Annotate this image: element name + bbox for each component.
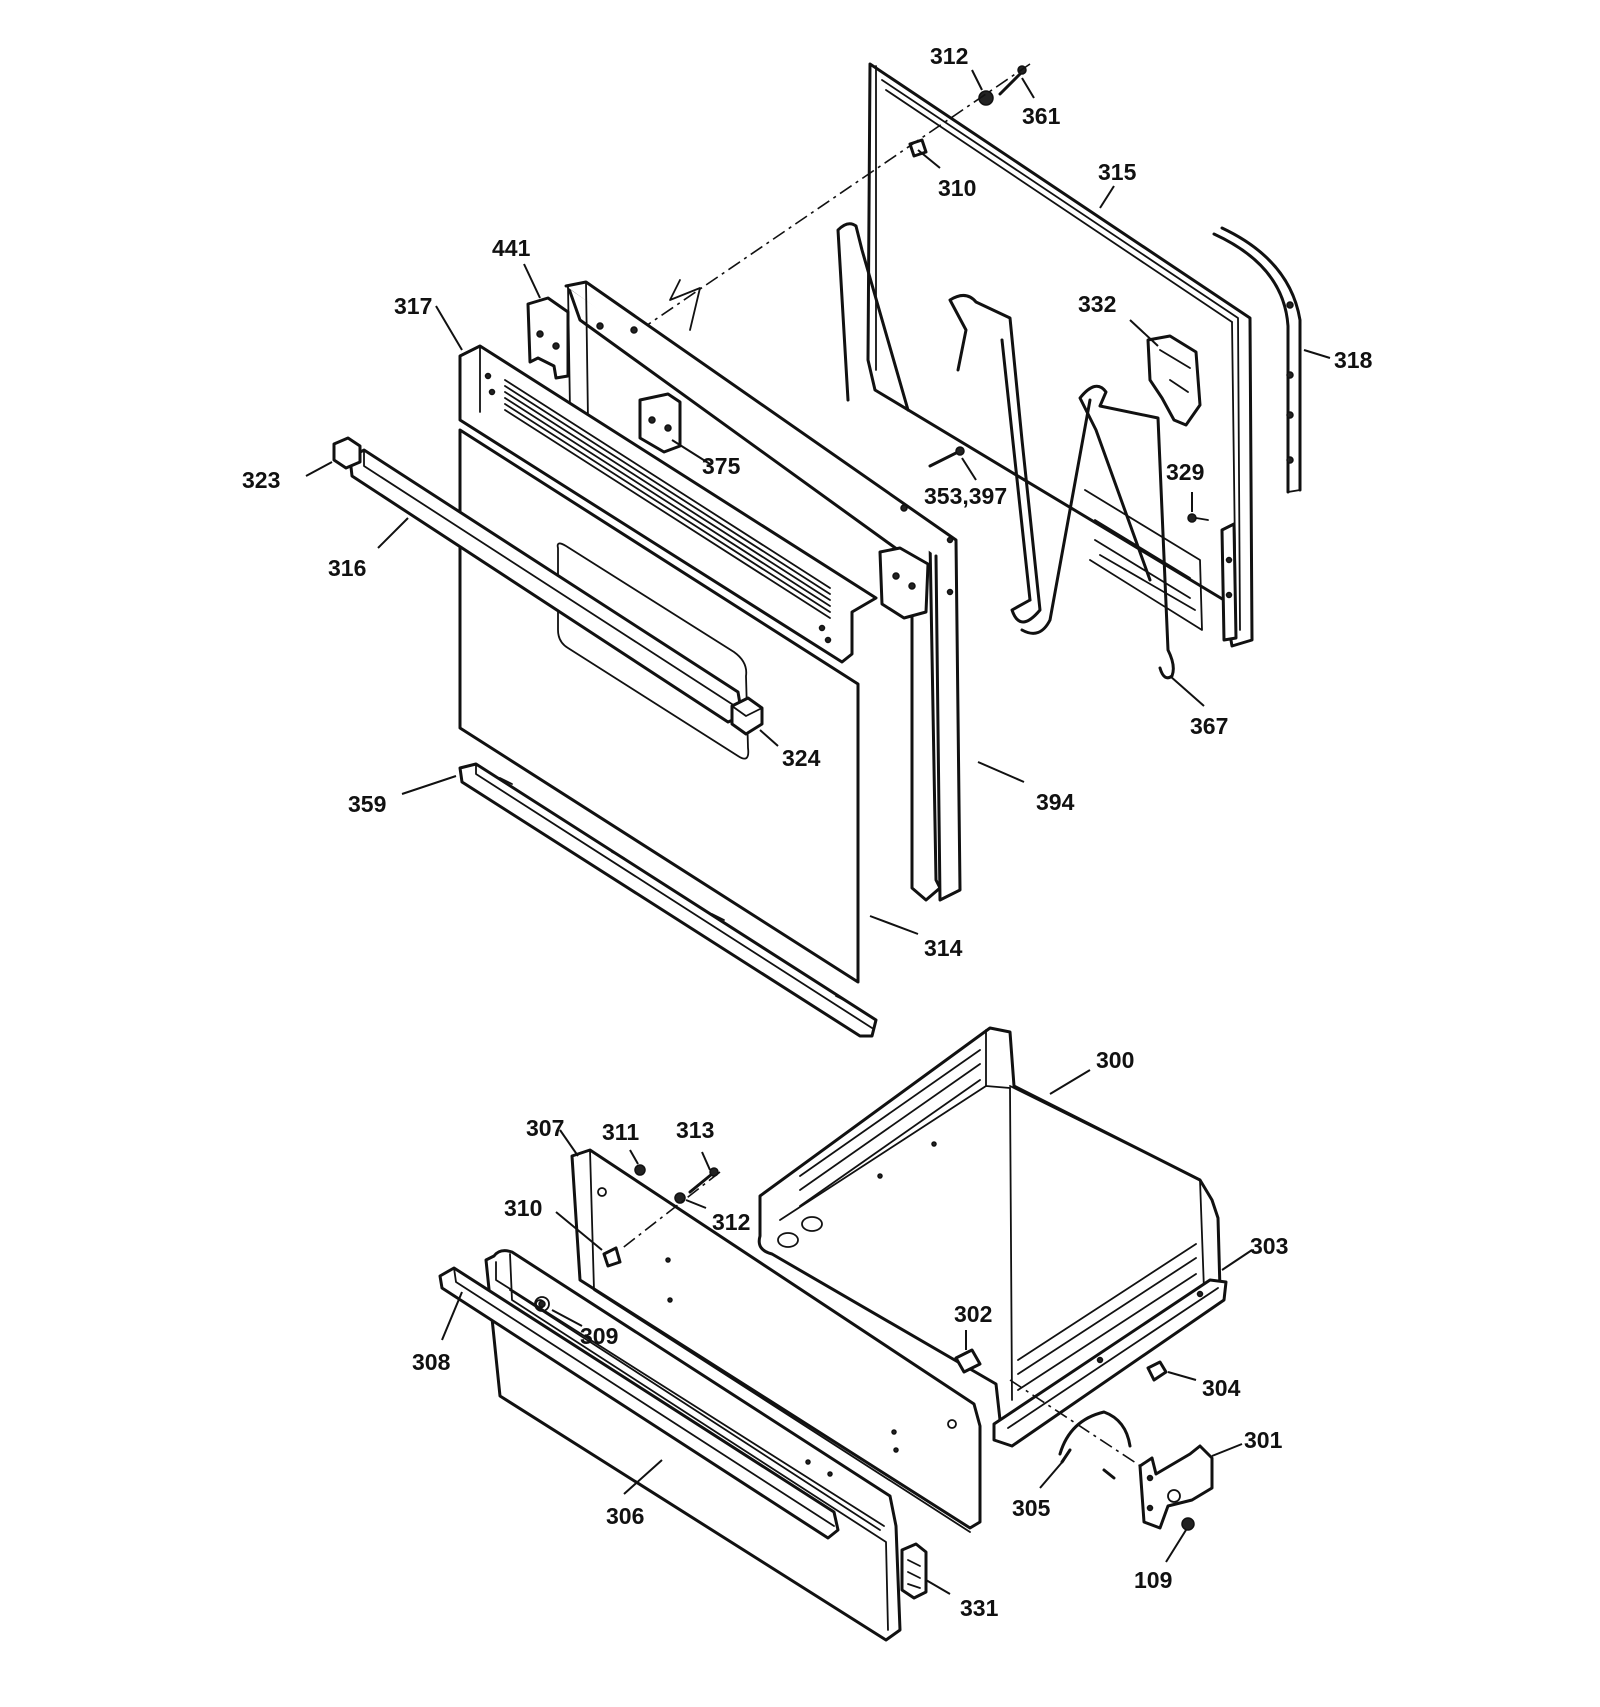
hinge-bracket-441	[526, 296, 570, 380]
roller-304	[1146, 1360, 1168, 1382]
nut-109	[1181, 1517, 1195, 1531]
drawer-rail-303	[992, 1278, 1228, 1448]
label-301: 301	[1244, 1427, 1283, 1453]
label-309: 309	[580, 1323, 618, 1349]
hinge-bracket-301	[1138, 1444, 1214, 1530]
hinge-bracket-right	[878, 546, 930, 620]
pin-302	[954, 1348, 982, 1374]
door-frame-394	[564, 280, 962, 902]
label-313: 313	[676, 1117, 714, 1143]
bottom-trim-359	[458, 762, 878, 1038]
label-109: 109	[1134, 1567, 1172, 1593]
label-308: 308	[412, 1349, 451, 1375]
label-304: 304	[1202, 1375, 1241, 1401]
label-310-top: 310	[938, 175, 976, 201]
bracket-375	[638, 392, 682, 454]
clip-ring-305	[1058, 1410, 1132, 1480]
label-331: 331	[960, 1595, 999, 1621]
label-312-bottom: 312	[712, 1209, 750, 1235]
label-332: 332	[1078, 291, 1116, 317]
label-317: 317	[394, 293, 432, 319]
centerline-zigzag	[669, 279, 701, 331]
drawer-handle-308	[438, 1266, 840, 1540]
door-glass-314	[458, 428, 860, 984]
gasket-318	[1212, 226, 1302, 494]
assembly-centerline-top	[639, 63, 1031, 331]
label-359: 359	[348, 791, 386, 817]
label-302: 302	[954, 1301, 992, 1327]
label-314: 314	[924, 935, 963, 961]
oven-rack-wire-367	[836, 222, 1175, 680]
part-labels: 312 361 310 315 441 317 332 318 323 375 …	[242, 43, 1373, 1621]
insulation-332	[1146, 334, 1202, 427]
label-312-top: 312	[930, 43, 968, 69]
label-305: 305	[1012, 1495, 1051, 1521]
screw-353-397	[928, 446, 965, 468]
drawer-body-300	[757, 1026, 1222, 1428]
vent-trim-317	[458, 344, 878, 664]
drawer-inner-panel-307	[570, 1148, 982, 1533]
handle-endcap-324	[730, 696, 764, 736]
label-353-397: 353,397	[924, 483, 1007, 509]
label-329: 329	[1166, 459, 1204, 485]
nut-312-bottom	[674, 1192, 686, 1204]
label-303: 303	[1250, 1233, 1288, 1259]
label-300: 300	[1096, 1047, 1134, 1073]
label-361: 361	[1022, 103, 1061, 129]
leader-lines	[305, 69, 1331, 1595]
label-375: 375	[702, 453, 741, 479]
bracket-331	[900, 1542, 928, 1600]
label-306: 306	[606, 1503, 644, 1529]
door-inner-panel-315	[866, 62, 1254, 648]
assembly-centerline-drawer	[619, 1171, 721, 1251]
label-307: 307	[526, 1115, 564, 1141]
screw-329	[1187, 513, 1209, 523]
label-394: 394	[1036, 789, 1075, 815]
label-311: 311	[602, 1119, 639, 1145]
label-323: 323	[242, 467, 280, 493]
label-367: 367	[1190, 713, 1228, 739]
label-315: 315	[1098, 159, 1137, 185]
grommet-309	[534, 1296, 550, 1312]
label-324: 324	[782, 745, 821, 771]
nut-311	[634, 1164, 646, 1176]
screw-313	[688, 1167, 719, 1194]
label-441: 441	[492, 235, 531, 261]
label-318: 318	[1334, 347, 1373, 373]
label-316: 316	[328, 555, 366, 581]
handle-endcap-323	[332, 436, 362, 470]
clip-310-bottom	[602, 1246, 622, 1268]
label-310-bottom: 310	[504, 1195, 542, 1221]
